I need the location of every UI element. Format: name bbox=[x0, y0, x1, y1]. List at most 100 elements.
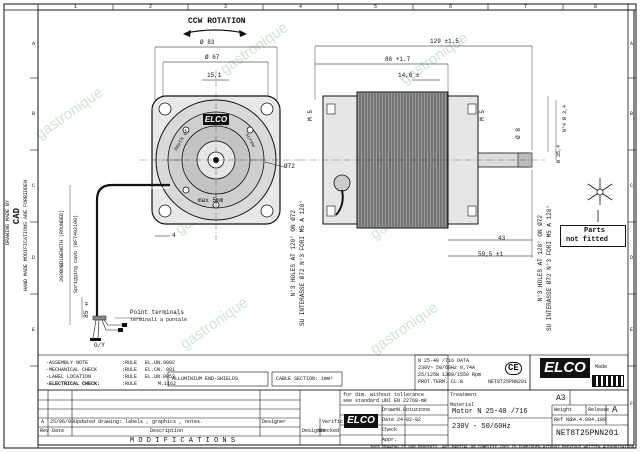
tolerance-line-1: for dim. without tollerance bbox=[343, 392, 425, 398]
parts-label-2: not fitted bbox=[566, 236, 609, 244]
col-number: 1 bbox=[74, 4, 78, 10]
drawing-code: NET8T25PNN201 bbox=[556, 429, 619, 438]
spec-code: NET8T25PNN201 bbox=[488, 379, 528, 385]
note-label: -ELECTRICAL CHECK: bbox=[46, 381, 101, 387]
mod-description: Updated drawing: labels , graphics , not… bbox=[74, 419, 204, 425]
made-label: Made bbox=[595, 364, 608, 370]
dim-d35: Ø 35,4 bbox=[556, 145, 562, 164]
row-letter: E bbox=[32, 327, 36, 333]
release-value: A bbox=[612, 405, 618, 415]
dim-n4-holes: N°4 Ø 3,4 bbox=[562, 105, 568, 133]
col-number: 7 bbox=[524, 4, 528, 10]
dim-d15: 15,1 bbox=[207, 72, 222, 79]
note-rule: :RULE bbox=[122, 360, 138, 366]
note-code: M.1162 bbox=[158, 381, 177, 387]
col-number: 2 bbox=[149, 4, 153, 10]
mod-rev: A bbox=[41, 419, 45, 425]
col-number: 8 bbox=[594, 4, 598, 10]
row-letter: B bbox=[630, 111, 634, 117]
material-label: Material bbox=[450, 402, 475, 408]
spec-row: 25/125W 1300/1550 Rpm bbox=[418, 372, 482, 378]
dim-43: 43 bbox=[498, 235, 506, 242]
mod-col-verific: Verific bbox=[322, 419, 344, 425]
spec-row: N 25-40 /716 DATA bbox=[418, 358, 470, 364]
col-number: 3 bbox=[224, 4, 228, 10]
sheet-size: A3 bbox=[556, 394, 566, 403]
ref-value: 24.4.084.180 bbox=[570, 417, 607, 423]
mod-col-date: Date bbox=[52, 428, 65, 434]
drawing-made-by: DRAWING MADE BY bbox=[5, 200, 11, 246]
date-value: 24-02-02 bbox=[397, 417, 422, 423]
ccw-arrow bbox=[185, 29, 245, 34]
row-letter: D bbox=[32, 255, 36, 261]
dim-59: 59,5 ±1 bbox=[478, 251, 504, 258]
ce-mark: CE bbox=[505, 362, 522, 375]
point-terminals-title: Point terminals bbox=[130, 309, 185, 316]
copyright-footer: THIS DRAWING IS OUR PROPERTY. ANY PARTIA… bbox=[370, 446, 635, 450]
forbidden-note: HAND MADE MODIFICATIONS ARE FORBIDDEN bbox=[23, 180, 29, 292]
note-code: EL.UN.0002 bbox=[145, 360, 176, 366]
parts-box bbox=[560, 225, 626, 247]
dim-85: 85 ± bbox=[83, 300, 90, 318]
ref-label: Ref No. bbox=[554, 417, 576, 423]
appr-label: Appr. bbox=[382, 437, 398, 443]
row-letter: C bbox=[630, 183, 634, 189]
outer-border bbox=[3, 3, 637, 449]
row-letter: A bbox=[32, 41, 36, 47]
spec-row: 230V~ 50/60Hz 0,74A bbox=[418, 365, 476, 371]
dim-m5-left: M 5 bbox=[307, 110, 314, 121]
title-description-2: 230V - 50/60Hz bbox=[452, 423, 511, 431]
note-rule: :RULE bbox=[122, 374, 138, 380]
release-label: Release bbox=[588, 407, 610, 413]
flags-icon bbox=[592, 375, 624, 387]
cable-section-note: CABLE SECTION: 1mm² bbox=[276, 376, 334, 382]
drawn-value: N.Gotuzzone bbox=[397, 407, 431, 413]
spec-row: PROT.TERM. CL.B bbox=[418, 379, 464, 385]
note-label: -MECHANICAL CHECK bbox=[46, 367, 98, 373]
rotation-label: CCW ROTATION bbox=[188, 17, 246, 26]
dim-4: 4 bbox=[172, 232, 176, 239]
note-code: EL.UN.0053 bbox=[145, 374, 176, 380]
row-letter: E bbox=[630, 327, 634, 333]
mod-col-rev: Rev bbox=[40, 428, 50, 434]
elco-small-logo: ELCO bbox=[344, 414, 378, 428]
cord-length-note: CORD LENGTH (ROUNDED) bbox=[59, 210, 65, 274]
sprigging-note: Sprigging cavo (BF7402100) bbox=[73, 215, 79, 294]
aluminium-note: ALLUMINIUM END-SHIELDS bbox=[172, 376, 239, 382]
parts-label-1: Parts bbox=[584, 227, 606, 235]
drawn-label: Drawn bbox=[382, 407, 398, 413]
dim-d83: Ø 83 bbox=[200, 39, 215, 46]
note-rule: :RULE bbox=[122, 367, 138, 373]
elco-brand-logo: ELCO bbox=[540, 358, 590, 378]
col-number: 4 bbox=[299, 4, 303, 10]
check-label: Check bbox=[382, 427, 398, 433]
note-label: -ASSEMBLY NOTE bbox=[46, 360, 89, 366]
holes-note-left-2: SU INTERASSE Ø72 N°3 FORI M5 A 120° bbox=[299, 200, 306, 327]
weight-label: Weight bbox=[554, 407, 573, 413]
row-letter: F bbox=[630, 401, 634, 407]
mod-col-designer: Designer bbox=[262, 419, 287, 425]
row-letter: C bbox=[32, 183, 36, 189]
holes-note-left-1: N°3 HOLES AT 120° ON Ø72 bbox=[290, 210, 297, 297]
title-description-1: Motor N 25-40 /716 bbox=[452, 408, 528, 416]
dim-14: 14,6 ± bbox=[398, 72, 420, 79]
max-depth-label: max 5mm bbox=[198, 197, 224, 204]
date-label: Date bbox=[382, 417, 395, 423]
note-label: -LABEL LOCATION bbox=[46, 374, 92, 380]
note-code: EL.CN. 001 bbox=[145, 367, 176, 373]
elco-face-logo: ELCO bbox=[203, 114, 229, 125]
gy-label: G/Y bbox=[94, 342, 105, 349]
cad-label: CAD bbox=[12, 208, 22, 225]
mod-col-description: Description bbox=[150, 428, 184, 434]
front-endshield bbox=[322, 95, 358, 225]
dim-86: 86 +1.7 bbox=[385, 56, 411, 63]
tolerance-line-2: see standard UNI EN 22768-mK bbox=[343, 398, 428, 404]
col-number: 6 bbox=[449, 4, 453, 10]
row-letter: D bbox=[630, 255, 634, 261]
designer-label: Designer bbox=[302, 428, 327, 434]
dim-shaft: Ø 8 bbox=[515, 128, 522, 139]
dim-129: 129 ±1.5 bbox=[430, 38, 459, 45]
row-letter: A bbox=[630, 41, 634, 47]
